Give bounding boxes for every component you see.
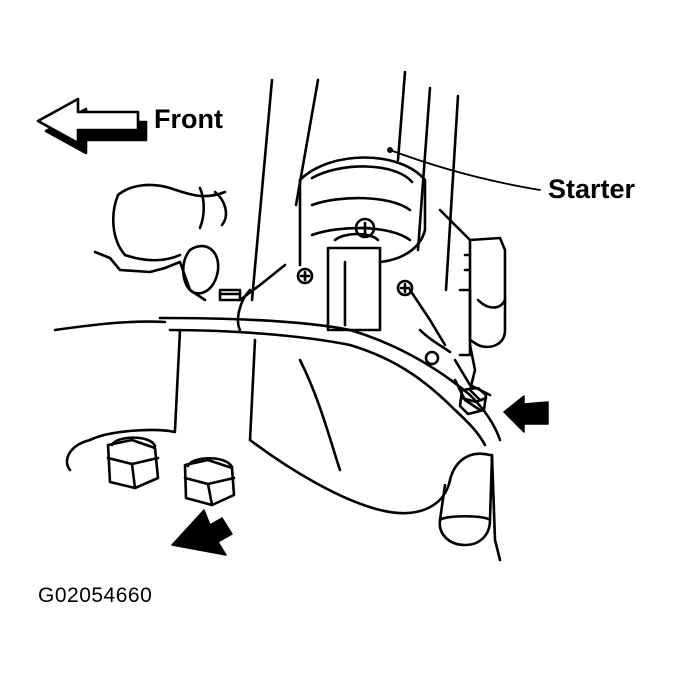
- mounting-bolt-left: [106, 436, 160, 490]
- mounting-bolt-upper: [458, 386, 488, 416]
- front-arrow-icon: [36, 97, 148, 155]
- front-label: Front: [154, 104, 223, 134]
- figure-code: G02054660: [38, 584, 153, 607]
- solenoid-housing: [296, 156, 427, 332]
- starter-mounting-bracket: [158, 263, 502, 447]
- mounting-bolt-right: [183, 456, 236, 507]
- bolt-arrow-lower-icon: [171, 509, 233, 556]
- starter-connector: [438, 208, 507, 402]
- starter-label: Starter: [548, 174, 636, 204]
- starter-leader-line: [389, 149, 541, 191]
- engine-block-outline: [93, 183, 242, 302]
- transmission-housing: [53, 320, 502, 562]
- starter-leader-dot: [387, 147, 393, 153]
- starter-motor-body: [250, 70, 460, 302]
- bolt-arrow-upper-icon: [503, 395, 549, 433]
